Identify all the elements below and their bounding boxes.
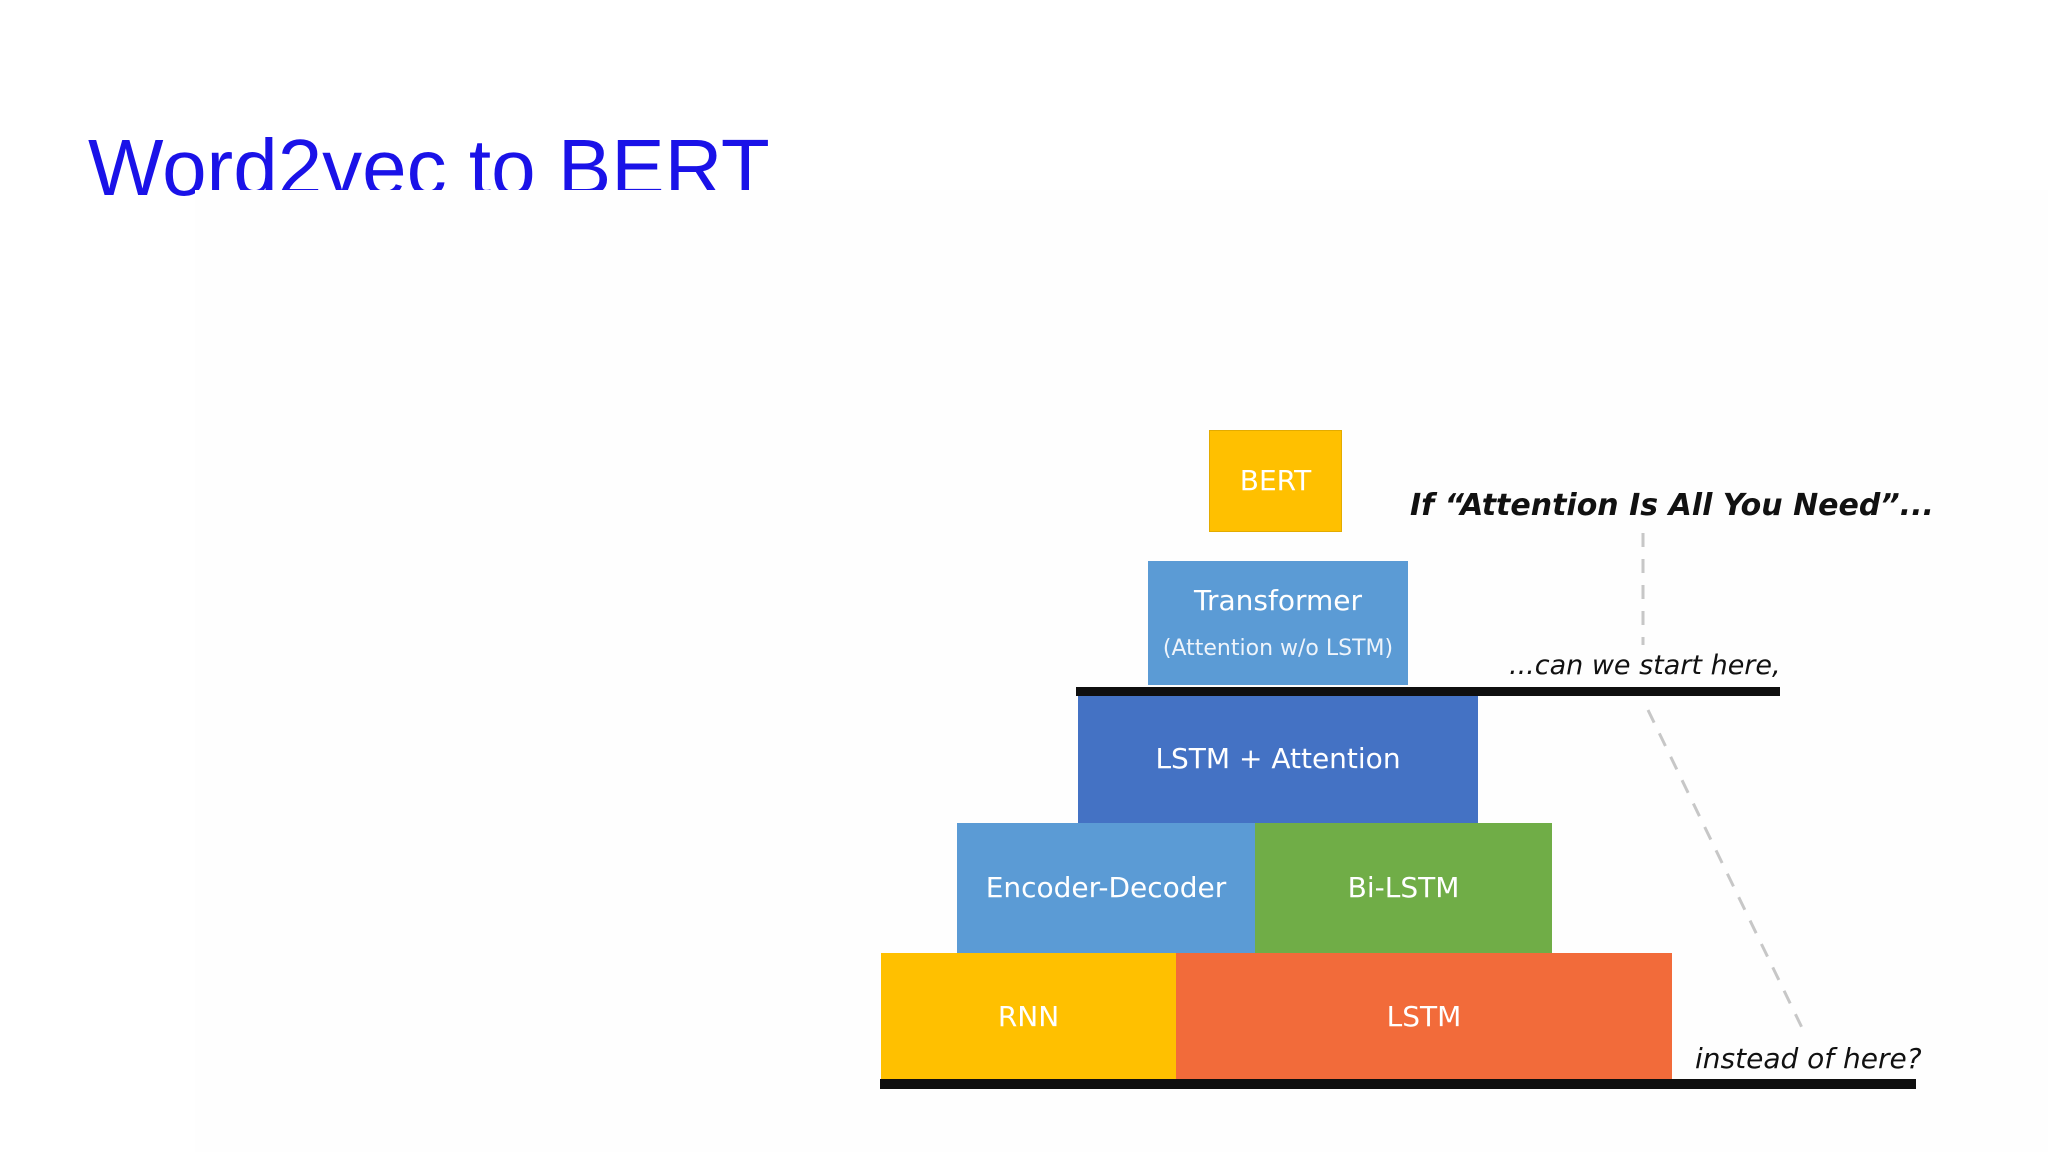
transformer-block: Transformer (Attention w/o LSTM) xyxy=(1148,561,1408,685)
bert-block: BERT xyxy=(1209,430,1342,532)
rnn-label: RNN xyxy=(997,999,1060,1033)
bert-label: BERT xyxy=(1239,464,1312,498)
bottom-annotation: instead of here? xyxy=(1695,1042,1922,1075)
lstm-block: LSTM xyxy=(1176,953,1672,1080)
encoder-decoder-block: Encoder-Decoder xyxy=(957,823,1255,953)
lstm-attention-block: LSTM + Attention xyxy=(1078,695,1478,823)
bottom-start-line xyxy=(880,1079,1916,1089)
middle-annotation: ...can we start here, xyxy=(1509,650,1781,681)
transformer-label: Transformer xyxy=(1193,584,1362,617)
rnn-block: RNN xyxy=(881,953,1176,1080)
top-annotation: If “Attention Is All You Need”... xyxy=(1410,488,1934,523)
encoder-decoder-label: Encoder-Decoder xyxy=(985,871,1227,905)
middle-start-line xyxy=(1076,687,1780,696)
transformer-sublabel: (Attention w/o LSTM) xyxy=(1162,635,1394,661)
bi-lstm-label: Bi-LSTM xyxy=(1347,871,1460,905)
lstm-attention-label: LSTM + Attention xyxy=(1155,742,1401,776)
bi-lstm-block: Bi-LSTM xyxy=(1255,823,1552,953)
middle-to-bottom-dashed-line xyxy=(1646,709,1808,1037)
lstm-label: LSTM xyxy=(1386,999,1462,1033)
